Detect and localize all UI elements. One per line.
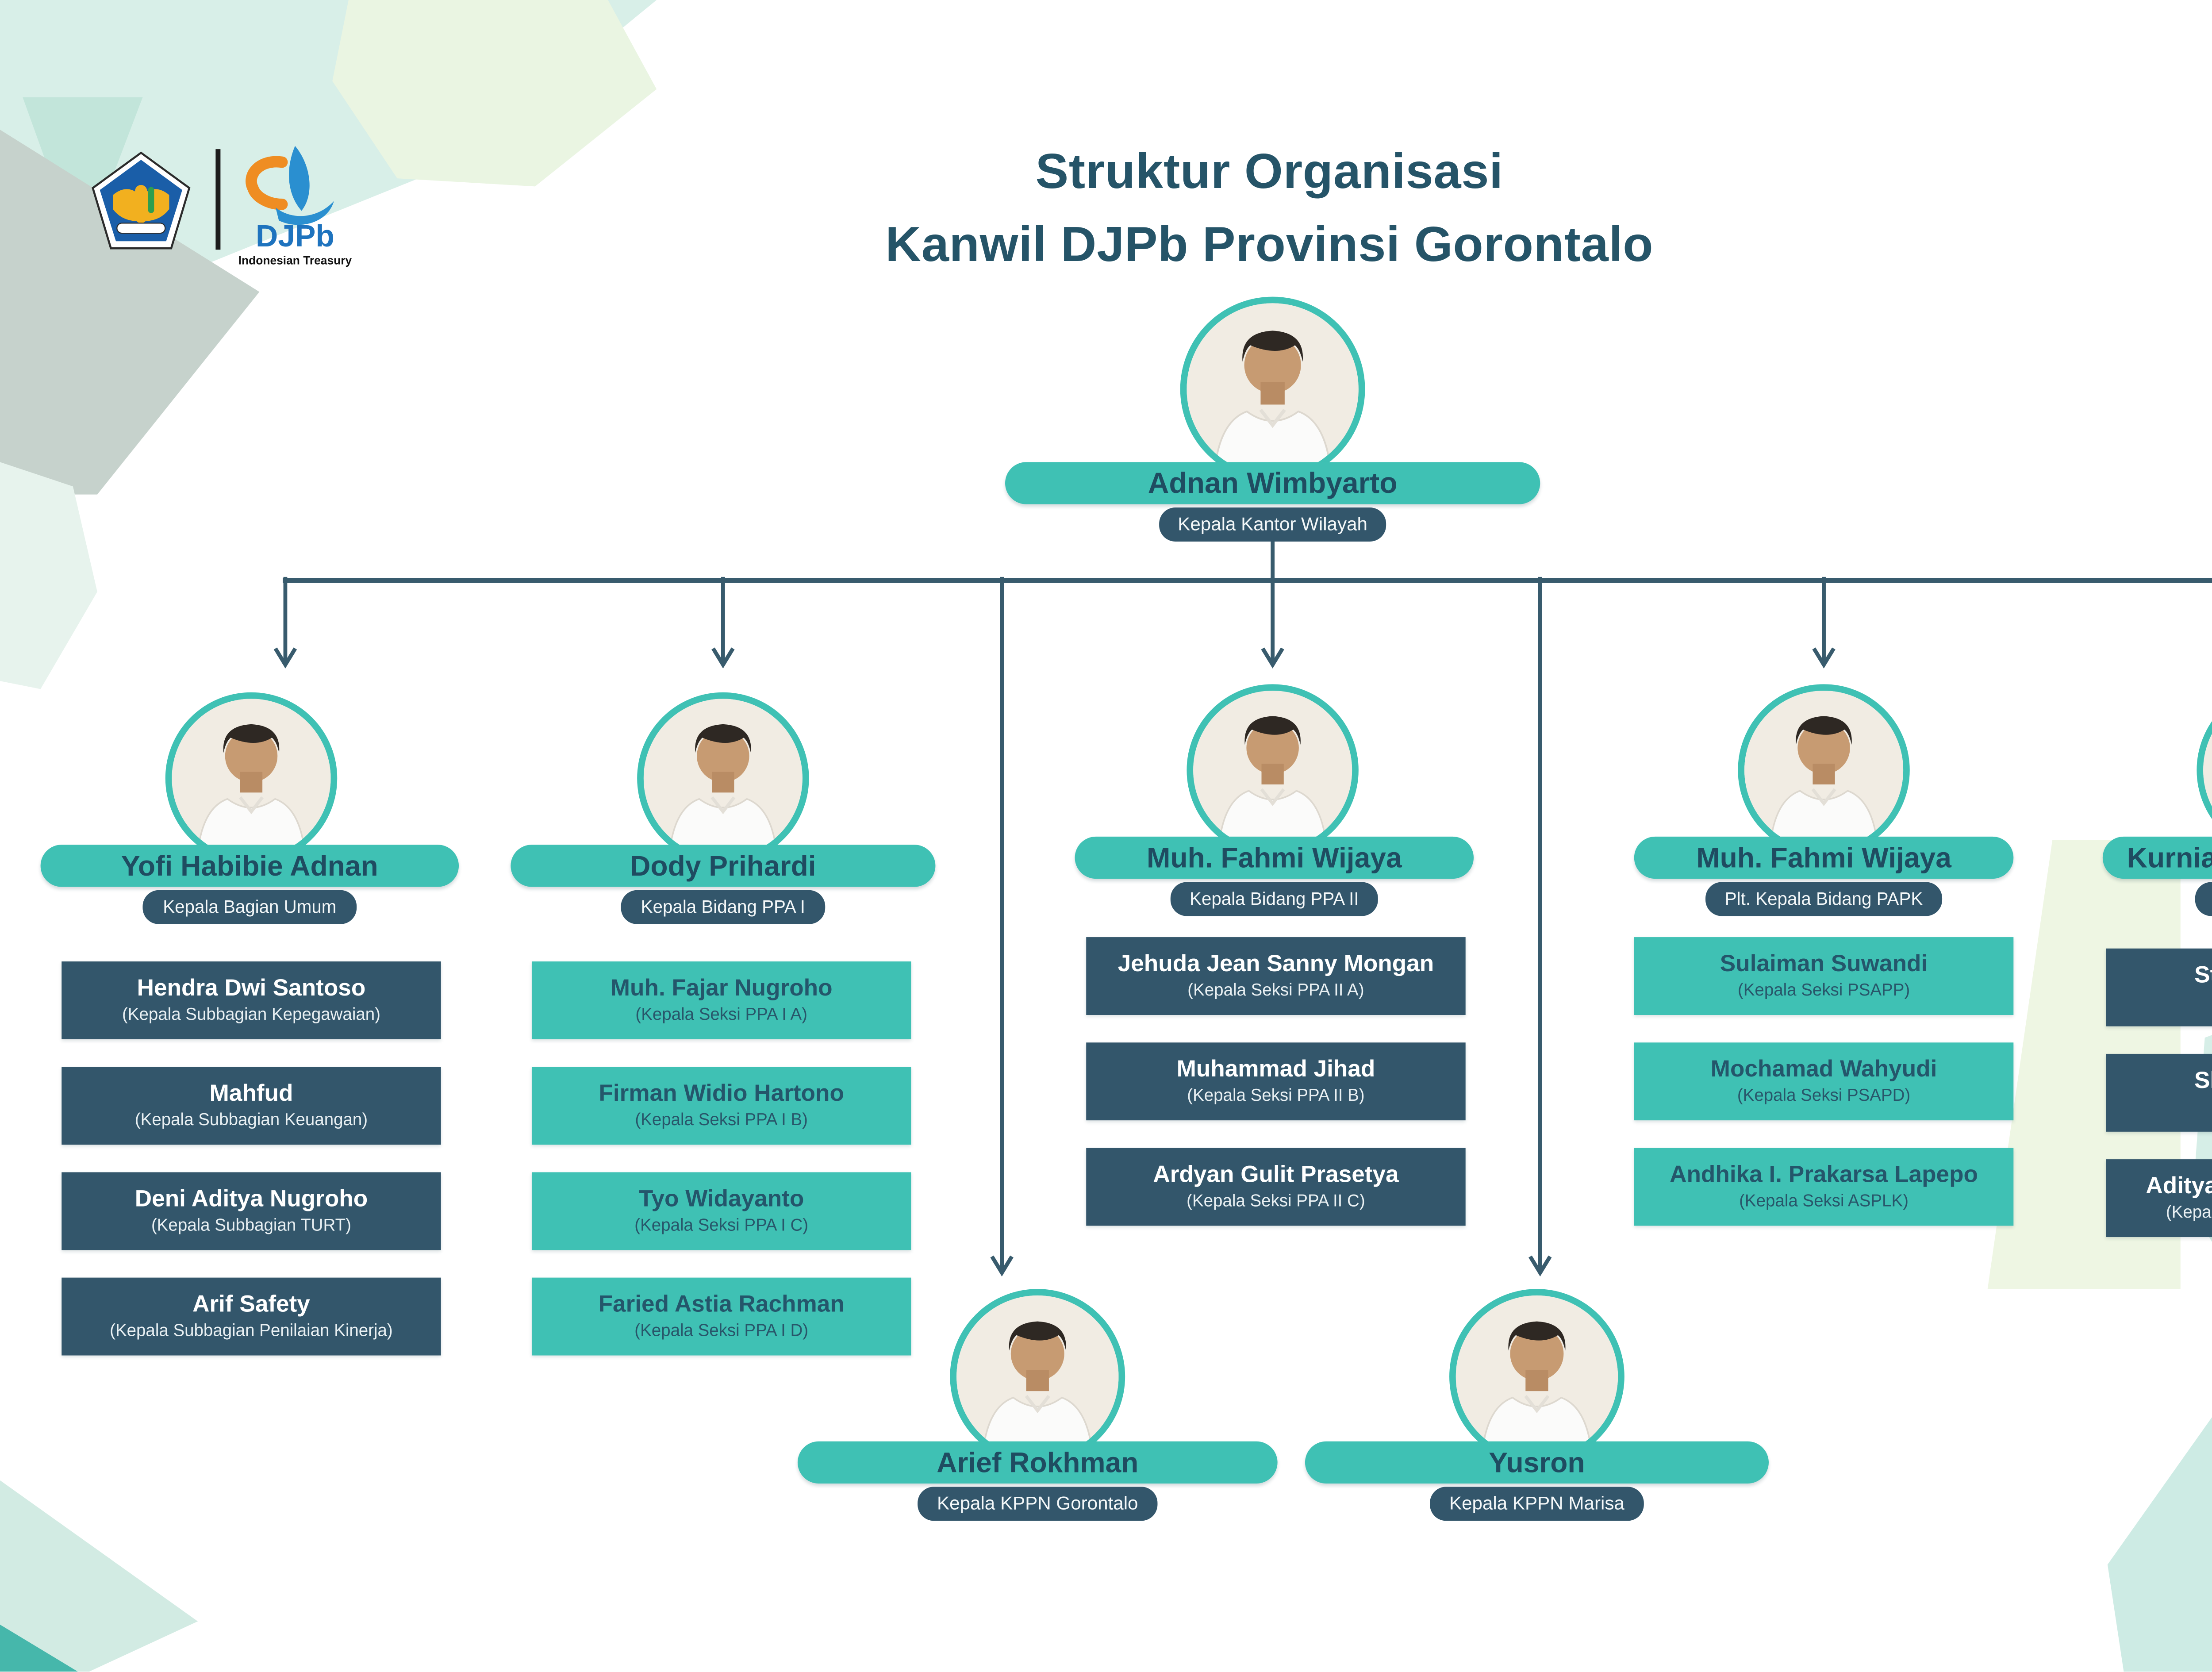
member-name: Muhammad Jihad [1176, 1056, 1375, 1083]
member-role: (Kepala Seksi ASPLK) [1739, 1191, 1909, 1211]
member-role: (Kepala Seksi PSAPP) [1737, 980, 1910, 1000]
avatar-division-1 [165, 692, 338, 865]
member-role: (Kepala Seksi PPA I D) [634, 1320, 809, 1340]
member-box: Sulaiman Suwandi (Kepala Seksi PSAPP) [1634, 937, 2014, 1015]
member-role: (Kepala Seksi PPA I A) [635, 1004, 807, 1024]
office-role: Kepala KPPN Gorontalo [918, 1487, 1158, 1521]
member-name: Deni Aditya Nugroho [134, 1186, 368, 1212]
member-box: Mochamad Wahyudi (Kepala Seksi PSAPD) [1634, 1042, 2014, 1121]
member-role: (Kepala Seksi PPA II A) [1187, 980, 1364, 1000]
member-name: Hendra Dwi Santoso [137, 975, 366, 1001]
division-head-role: Kepala Bidang PPA II [1170, 882, 1379, 916]
member-list-division-4: Sulaiman Suwandi (Kepala Seksi PSAPP) Mo… [1634, 937, 2014, 1226]
member-role: (Kepala Seksi PSAPD) [1737, 1085, 1911, 1105]
division-header-4: Muh. Fahmi Wijaya Plt. Kepala Bidang PAP… [1634, 836, 2014, 916]
member-box: Stefanus Mulyono (Kepala Seksi SPB) [2106, 948, 2212, 1026]
member-box: Tyo Widayanto (Kepala Seksi PPA I C) [531, 1172, 911, 1250]
office-name: Arief Rokhman [797, 1441, 1278, 1484]
member-name: Arif Safety [192, 1291, 310, 1318]
member-box: Aditya Aryawan Suhartono (Kepala Seksi K… [2106, 1159, 2212, 1238]
member-list-division-1: Hendra Dwi Santoso (Kepala Subbagian Kep… [61, 961, 441, 1356]
member-name: Aditya Aryawan Suhartono [2146, 1173, 2212, 1199]
member-list-division-3: Jehuda Jean Sanny Mongan (Kepala Seksi P… [1086, 937, 1466, 1226]
page-title: Struktur Organisasi Kanwil DJPb Provinsi… [621, 136, 1918, 282]
member-list-division-5: Stefanus Mulyono (Kepala Seksi SPB) Slam… [2106, 948, 2212, 1238]
member-box: Slamet Darmawan (Kepala Seksi STA) [2106, 1053, 2212, 1132]
member-name: Stefanus Mulyono [2194, 962, 2212, 988]
root-name: Adnan Wimbyarto [1005, 462, 1540, 504]
kemenkeu-logo [92, 151, 191, 250]
member-box: Ardyan Gulit Prasetya (Kepala Seksi PPA … [1086, 1148, 1466, 1226]
djpb-logo: DJPb Indonesian Treasury [238, 146, 352, 267]
member-box: Andhika I. Prakarsa Lapepo (Kepala Seksi… [1634, 1148, 2014, 1226]
root-header: Adnan Wimbyarto Kepala Kantor Wilayah [1005, 462, 1540, 542]
member-role: (Kepala Seksi PPA II C) [1187, 1191, 1365, 1211]
member-box: Mahfud (Kepala Subbagian Keuangan) [61, 1067, 441, 1145]
member-role: (Kepala Subbagian Kepegawaian) [122, 1004, 381, 1024]
member-name: Ardyan Gulit Prasetya [1153, 1161, 1399, 1188]
root-role: Kepala Kantor Wilayah [1158, 507, 1387, 542]
division-header-1: Yofi Habibie Adnan Kepala Bagian Umum [40, 845, 459, 924]
division-head-name: Muh. Fahmi Wijaya [1634, 836, 2014, 879]
page-title-line1: Struktur Organisasi [1035, 144, 1503, 200]
member-name: Tyo Widayanto [638, 1186, 804, 1212]
member-name: Sulaiman Suwandi [1720, 951, 1928, 977]
member-box: Faried Astia Rachman (Kepala Seksi PPA I… [531, 1277, 911, 1356]
member-name: Mahfud [209, 1080, 293, 1107]
member-box: Deni Aditya Nugroho (Kepala Subbagian TU… [61, 1172, 441, 1250]
avatar-division-3 [1187, 684, 1359, 856]
member-box: Firman Widio Hartono (Kepala Seksi PPA I… [531, 1067, 911, 1145]
avatar-office-2 [1449, 1289, 1624, 1464]
member-role: (Kepala Subbagian Keuangan) [134, 1110, 368, 1130]
header-logo-divider [215, 149, 220, 250]
member-name: Andhika I. Prakarsa Lapepo [1670, 1161, 1978, 1188]
division-head-role: Kepala Bidang PPA I [621, 890, 825, 924]
division-header-5: Kurniawan Cahyo Utomo Kepala Bidang SKKI [2102, 836, 2212, 916]
svg-text:Indonesian Treasury: Indonesian Treasury [238, 254, 352, 267]
division-header-3: Muh. Fahmi Wijaya Kepala Bidang PPA II [1075, 836, 1474, 916]
member-role: (Kepala Subbagian Penilaian Kinerja) [110, 1320, 393, 1340]
avatar-division-2 [637, 692, 809, 865]
member-name: Jehuda Jean Sanny Mongan [1118, 951, 1434, 977]
svg-text:DJPb: DJPb [256, 219, 334, 253]
member-name: Slamet Darmawan [2194, 1068, 2212, 1094]
member-box: Muh. Fajar Nugroho (Kepala Seksi PPA I A… [531, 961, 911, 1039]
member-role: (Kepala Seksi PPA II B) [1187, 1085, 1365, 1105]
office-role: Kepala KPPN Marisa [1430, 1487, 1644, 1521]
division-head-name: Muh. Fahmi Wijaya [1075, 836, 1474, 879]
office-name: Yusron [1305, 1441, 1769, 1484]
member-name: Mochamad Wahyudi [1710, 1056, 1937, 1083]
member-box: Arif Safety (Kepala Subbagian Penilaian … [61, 1277, 441, 1356]
office-header-1: Arief Rokhman Kepala KPPN Gorontalo [797, 1441, 1278, 1521]
member-box: Muhammad Jihad (Kepala Seksi PPA II B) [1086, 1042, 1466, 1121]
office-header-2: Yusron Kepala KPPN Marisa [1305, 1441, 1769, 1521]
member-name: Faried Astia Rachman [598, 1291, 845, 1318]
division-head-role: Plt. Kepala Bidang PAPK [1705, 882, 1943, 916]
member-role: (Kepala Seksi PPA I B) [635, 1110, 808, 1130]
member-list-division-2: Muh. Fajar Nugroho (Kepala Seksi PPA I A… [531, 961, 911, 1356]
division-head-role: Kepala Bidang SKKI [2195, 882, 2212, 916]
avatar-office-1 [950, 1289, 1125, 1464]
member-name: Muh. Fajar Nugroho [610, 975, 833, 1001]
division-head-role: Kepala Bagian Umum [143, 890, 356, 924]
member-role: (Kepala Subbagian TURT) [151, 1215, 351, 1235]
member-box: Hendra Dwi Santoso (Kepala Subbagian Kep… [61, 961, 441, 1039]
division-header-2: Dody Prihardi Kepala Bidang PPA I [511, 845, 936, 924]
division-head-name: Yofi Habibie Adnan [40, 845, 459, 887]
member-role: (Kepala Seksi PPA I C) [634, 1215, 809, 1235]
member-name: Firman Widio Hartono [599, 1080, 844, 1107]
member-box: Jehuda Jean Sanny Mongan (Kepala Seksi P… [1086, 937, 1466, 1015]
division-head-name: Kurniawan Cahyo Utomo [2102, 836, 2212, 879]
avatar-root [1180, 296, 1365, 482]
division-head-name: Dody Prihardi [511, 845, 936, 887]
page-title-line2: Kanwil DJPb Provinsi Gorontalo [885, 217, 1654, 273]
member-role: (Kepala Seksi Kepatuhan Internal) [2166, 1202, 2212, 1222]
avatar-division-4 [1738, 684, 1910, 856]
